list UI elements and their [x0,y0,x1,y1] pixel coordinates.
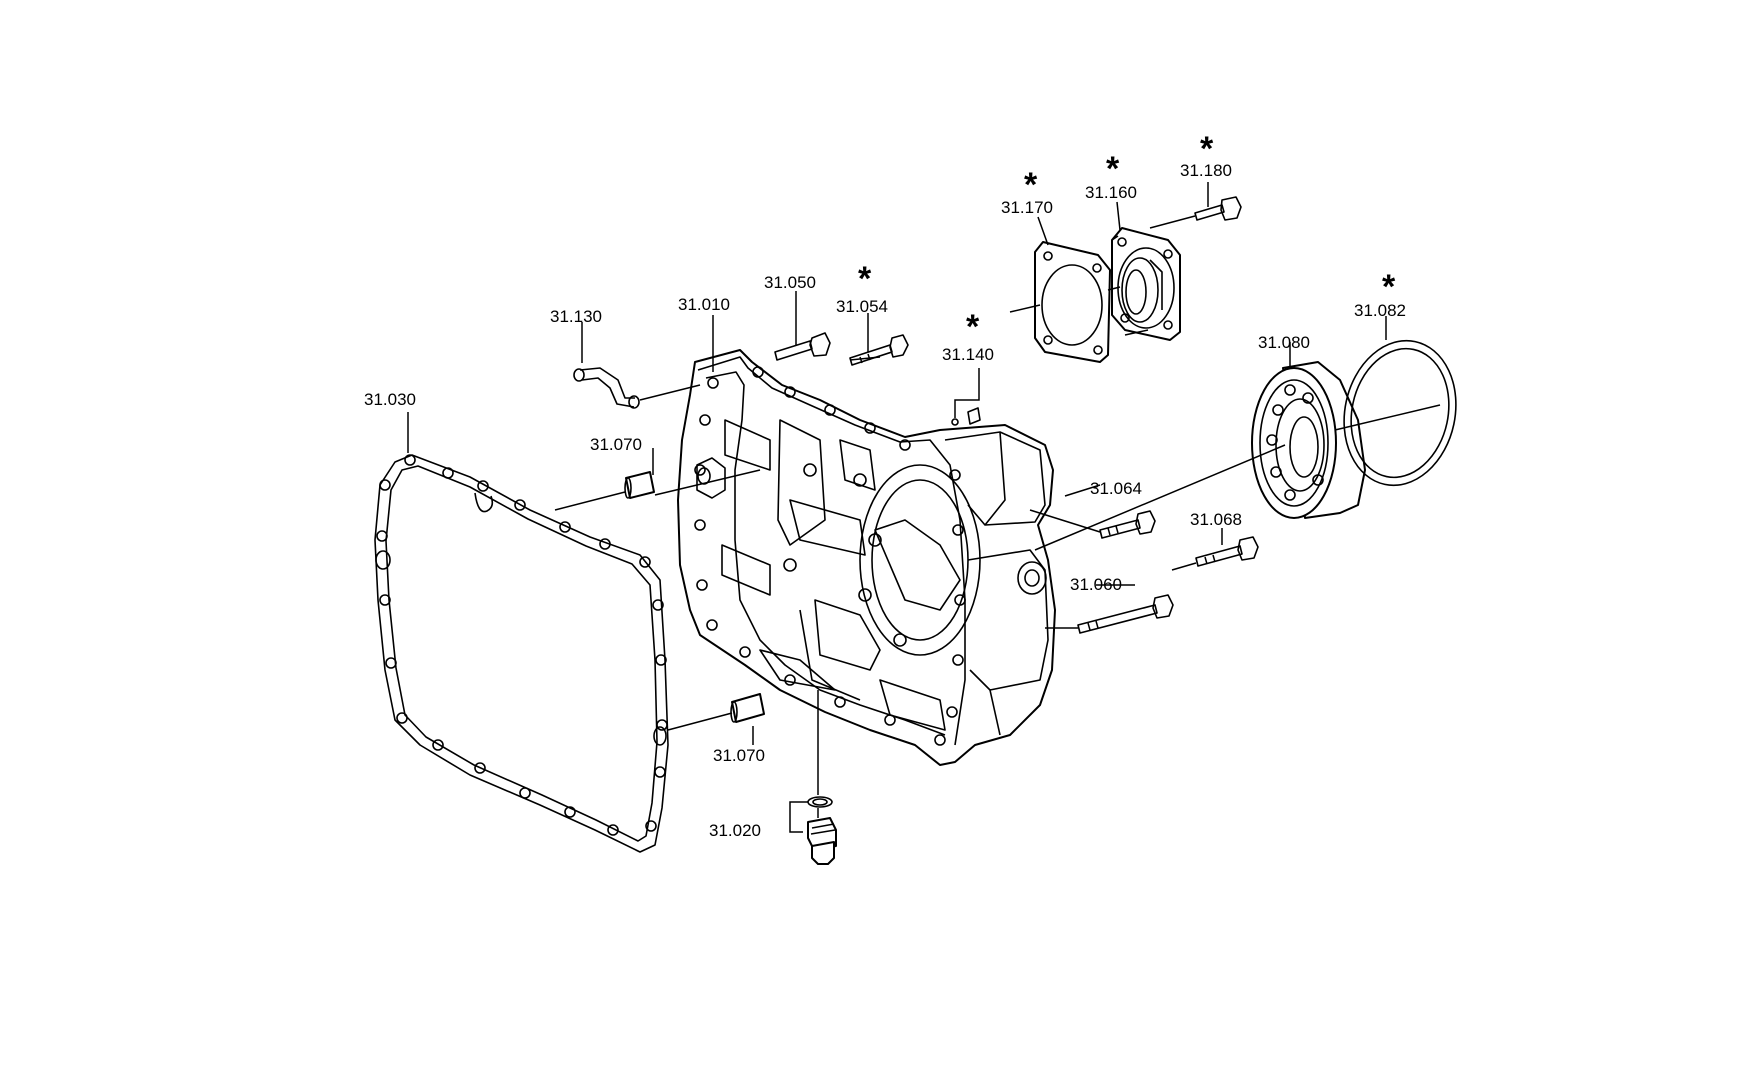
breather-31-140 [951,407,981,426]
shim-ring-31-082 [1343,339,1457,487]
cover-31-160 [1111,227,1181,341]
asterisk-31-054: * [858,260,872,298]
dowel-pin-31-070-lower [730,693,765,723]
label-31-070-lower: 31.070 [713,746,765,765]
leader-lines [407,182,1387,833]
asterisk-31-170: * [1024,166,1038,204]
label-31-140: 31.140 [942,345,994,364]
bearing-balls [1266,384,1324,501]
label-31-030: 31.030 [364,390,416,409]
label-31-080: 31.080 [1258,333,1310,352]
label-31-050: 31.050 [764,273,816,292]
label-31-010: 31.010 [678,295,730,314]
asterisk-31-160: * [1106,150,1120,188]
housing-bolt-bosses [694,366,966,746]
label-31-082: 31.082 [1354,301,1406,320]
label-31-070-upper: 31.070 [590,435,642,454]
label-31-170: 31.170 [1001,198,1053,217]
bolt-31-064 [1099,510,1156,539]
transmission-housing-31-010 [677,349,1056,766]
label-31-064: 31.064 [1090,479,1142,498]
label-31-180: 31.180 [1180,161,1232,180]
asterisk-31-082: * [1382,268,1396,306]
drain-plug-31-020 [807,817,837,865]
oil-pipe-31-130 [573,367,640,409]
bolt-31-068 [1195,536,1259,567]
dowel-pin-31-070-upper [624,471,655,499]
asterisk-31-180: * [1200,130,1214,168]
gasket-31-030 [374,454,669,853]
asterisk-31-140: * [966,308,980,346]
label-31-020: 31.020 [709,821,761,840]
asterisk-markers: * * * * * * [858,130,1396,346]
bolt-31-054 [849,334,909,366]
label-31-160: 31.160 [1085,183,1137,202]
label-31-130: 31.130 [550,307,602,326]
label-31-054: 31.054 [836,297,888,316]
cover-gasket-31-170 [1034,241,1111,363]
label-31-068: 31.068 [1190,510,1242,529]
gasket-bolt-holes [375,454,668,836]
bolt-31-060 [1077,594,1174,634]
bearing-31-080 [1251,361,1366,519]
part-labels: 31.030 31.130 31.010 31.050 31.054 31.14… [364,161,1406,840]
label-31-060: 31.060 [1070,575,1122,594]
assembly-lines [554,215,1441,818]
bolt-31-180 [1194,196,1242,221]
bolt-31-050 [774,332,831,361]
seal-ring-31-020 [807,796,833,808]
